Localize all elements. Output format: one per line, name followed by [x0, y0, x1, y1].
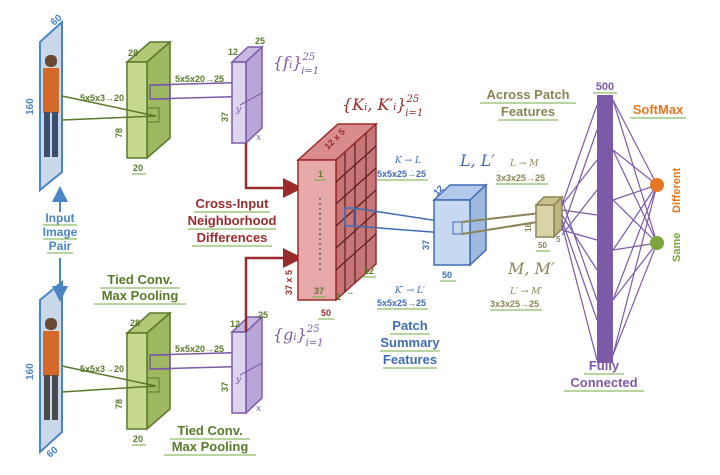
fc-connections: [561, 104, 598, 361]
conv2-dim12-top: 12: [228, 47, 238, 57]
across-patch-block: [534, 195, 564, 239]
conv2-kernel-top: 5x5x20→25: [175, 74, 224, 84]
k-to-l-label: K → L: [394, 156, 421, 166]
conv1-dim28-bottom: 28: [130, 318, 140, 328]
softmax-same-node: [650, 236, 664, 250]
conv2-dim37-top: 37: [220, 112, 230, 122]
lp-to-mp-label: L′ → M′: [509, 287, 543, 297]
cross-input-dim-37: 37: [314, 286, 324, 296]
cross-input-label-line3: Differences: [197, 230, 268, 245]
lp-to-mp-kernel: 3x3x25→25: [490, 299, 539, 309]
cross-input-dim-side: 37 x 5: [284, 270, 294, 295]
softmax-different-label: Different: [671, 167, 683, 213]
conv1-kernel-top: 5x5x3→20: [80, 93, 124, 103]
input-height-bottom: 160: [25, 363, 36, 380]
fc-to-softmax-connections: [612, 99, 658, 356]
conv2-block-bottom: [230, 315, 264, 415]
tied-conv-label-bottom-line2: Max Pooling: [172, 439, 249, 454]
input-label-line1: Input: [45, 211, 74, 225]
input-label-line2: Image: [43, 225, 78, 239]
conv1-block-top: [124, 40, 173, 160]
cross-input-label-line2: Neighborhood: [188, 213, 277, 228]
softmax-different-node: [650, 178, 664, 192]
cross-input-label-line1: Cross-Input: [196, 196, 270, 211]
conv2-y-top: y: [235, 105, 242, 115]
conv2-dim25-top: 25: [255, 36, 265, 46]
cross-input-dots: ..: [348, 286, 353, 296]
conv1-dim78-bottom: 78: [114, 399, 124, 409]
softmax-label: SoftMax: [633, 102, 684, 117]
conv2-dim37-bottom: 37: [220, 382, 230, 392]
conv2-y-bottom: y: [235, 375, 242, 385]
patch-summary-label-line2: Summary: [380, 335, 440, 350]
input-label-line3: Pair: [49, 239, 72, 253]
patch-summary-dim50: 50: [442, 270, 452, 280]
cross-input-dim-50: 50: [321, 308, 331, 318]
cross-input-dim-1-top: 1: [318, 169, 323, 179]
conv2-dim12-bottom: 12: [230, 319, 240, 329]
cross-input-dim-1-bottom: 1: [336, 292, 341, 302]
fc-layer-bar: [597, 95, 613, 363]
conv1-dim20-top: 20: [133, 163, 143, 173]
conv1-dim78-top: 78: [114, 128, 124, 138]
tied-conv-label-bottom-line1: Tied Conv.: [177, 423, 242, 438]
arrow-f-to-cross: [244, 143, 303, 198]
softmax-same-label: Same: [671, 233, 683, 262]
patch-summary-math: L, L′: [459, 151, 495, 170]
kp-to-lp-kernel: 5x5x25→25: [377, 298, 426, 308]
input-image-top: [39, 19, 63, 193]
fc-units: 500: [596, 81, 614, 93]
conv1-dim20-bottom: 20: [133, 434, 143, 444]
across-patch-label-line1: Across Patch: [486, 87, 569, 102]
patch-summary-block: [432, 183, 488, 267]
conv2-x-bottom: x: [256, 404, 261, 414]
k-to-l-kernel: 5x5x25→25: [377, 169, 426, 179]
fc-label-line1: Fully: [589, 358, 620, 373]
conv2-dim25-bottom: 25: [258, 310, 268, 320]
l-to-m-kernel: 3x3x25→25: [496, 173, 545, 183]
across-patch-label-line2: Features: [501, 104, 555, 119]
fc-label-line2: Connected: [570, 375, 637, 390]
conv1-kernel-bottom: 5x5x3→20: [80, 364, 124, 374]
conv1-block-bottom: [124, 311, 173, 431]
cross-input-dim-12: 12: [364, 266, 374, 276]
across-patch-math: M, M′: [507, 259, 555, 278]
cross-input-grid-block: [296, 122, 378, 302]
input-height-top: 160: [25, 98, 36, 115]
l-to-m-label: L → M: [509, 159, 539, 169]
conv2-kernel-bottom: 5x5x20→25: [175, 344, 224, 354]
arrow-g-to-cross: [244, 248, 303, 332]
conv2-block-top: [230, 45, 264, 145]
patch-summary-label-line3: Features: [383, 352, 437, 367]
across-patch-dim50: 50: [538, 241, 547, 250]
patch-summary-dim37: 37: [421, 240, 431, 250]
conv2-x-top: x: [256, 133, 261, 143]
across-patch-dim18: 18: [524, 223, 533, 232]
tied-conv-label-top-line2: Max Pooling: [102, 288, 179, 303]
input-width-bottom: 60: [45, 444, 61, 460]
conv1-dim28-top: 28: [128, 48, 138, 58]
patch-summary-label-line1: Patch: [392, 318, 427, 333]
kp-to-lp-label: K′ → L′: [394, 286, 425, 296]
across-patch-dim5: 5: [556, 235, 561, 244]
input-image-bottom: [39, 279, 63, 455]
tied-conv-label-top-line1: Tied Conv.: [107, 272, 172, 287]
